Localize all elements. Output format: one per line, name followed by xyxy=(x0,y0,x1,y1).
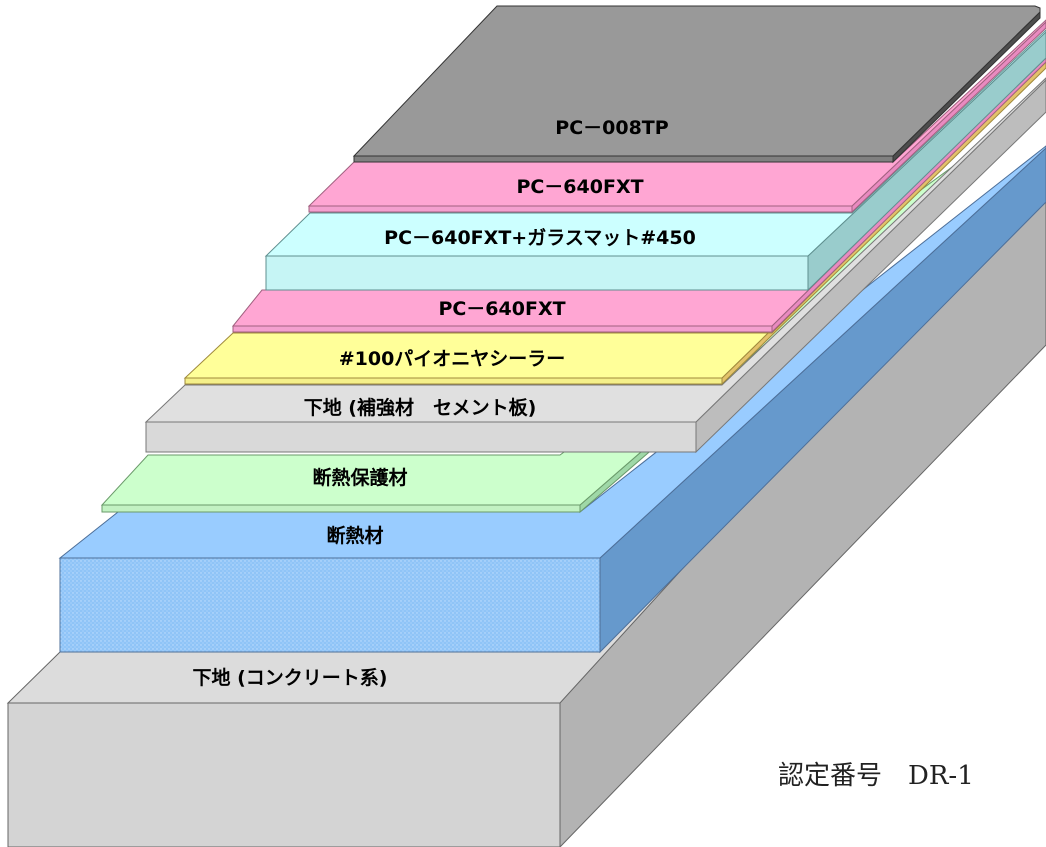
layer-insulation: 断熱材 xyxy=(58,145,1046,654)
insulation-front xyxy=(59,557,601,653)
primer-front xyxy=(184,377,723,385)
coat1-front xyxy=(232,325,773,333)
primer-label: #100パイオニヤシーラー xyxy=(339,348,566,370)
topcoat-label: PC－008TP xyxy=(555,117,668,139)
certification-number: 認定番号 DR-1 xyxy=(778,761,974,791)
glassmat-front xyxy=(265,255,809,291)
coat2-front xyxy=(308,205,853,213)
cement-board-label: 下地 (補強材 セメント板) xyxy=(304,396,537,419)
layer-glassmat: PC－640FXT+ガラスマット#450 xyxy=(264,29,1046,292)
layer-cement-board: 下地 (補強材 セメント板) xyxy=(144,77,1046,454)
insulation-label: 断熱材 xyxy=(326,524,383,547)
coat2-label: PC－640FXT xyxy=(516,176,643,198)
layer-substrate: 下地 (コンクリート系) xyxy=(6,167,1046,847)
glassmat-label: PC－640FXT+ガラスマット#450 xyxy=(384,227,696,249)
layer-coat2: PC－640FXT xyxy=(307,19,1046,214)
cement-board-front xyxy=(145,421,697,453)
topcoat-front xyxy=(353,155,894,163)
layer-topcoat: PC－008TP xyxy=(352,5,1041,164)
protection-front xyxy=(101,504,581,513)
substrate-label: 下地 (コンクリート系) xyxy=(193,666,388,689)
protection-label: 断熱保護材 xyxy=(312,466,407,489)
substrate-front xyxy=(7,702,561,847)
coat1-label: PC－640FXT xyxy=(438,298,565,320)
